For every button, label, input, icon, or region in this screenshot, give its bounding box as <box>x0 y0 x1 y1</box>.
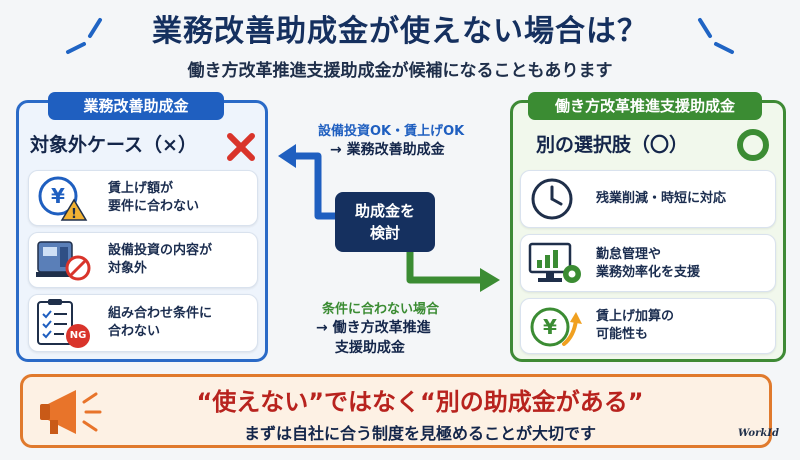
page-title: 業務改善助成金が使えない場合は？ <box>152 14 648 49</box>
bottom-note-body: → 働き方改革推進 支援助成金 <box>316 320 431 356</box>
megaphone-icon <box>40 390 102 434</box>
ng-badge: NG <box>69 330 87 341</box>
svg-text:!: ! <box>71 207 77 222</box>
right-item-text: 賃上げ加算の 可能性も <box>596 309 675 342</box>
right-item-text: 勤怠管理や 業務効率化を支援 <box>596 247 701 280</box>
clock-icon <box>531 178 573 220</box>
right-panel-tag: 働き方改革推進支援助成金 <box>528 92 762 120</box>
left-panel-tag: 業務改善助成金 <box>48 92 224 120</box>
circle-ok-icon <box>737 129 769 161</box>
monitor-gear-icon <box>528 242 581 283</box>
accent-lines-right-icon <box>698 18 734 54</box>
banner-headline: “使えない”ではなく“別の助成金がある” <box>196 388 644 416</box>
left-item-text: 設備投資の内容が 対象外 <box>108 243 213 276</box>
svg-text:¥: ¥ <box>543 315 557 339</box>
top-note-heading: 設備投資OK・賃上げOK <box>318 124 465 139</box>
center-decision-box: 助成金を 検討 <box>335 192 435 252</box>
yen-up-icon: ¥ <box>530 307 582 347</box>
right-item-text: 残業削減・時短に対応 <box>596 191 727 206</box>
machine-prohibited-icon <box>36 241 91 281</box>
left-panel-heading: 対象外ケース（×） <box>30 134 197 156</box>
bottom-banner <box>20 374 772 448</box>
checklist-ng-icon <box>37 299 90 348</box>
page-subtitle: 働き方改革推進支援助成金が候補になることもあります <box>187 61 613 81</box>
yen-warning-icon: ¥ ! <box>38 176 88 222</box>
banner-subline: まずは自社に合う制度を見極めることが大切です <box>243 424 596 443</box>
left-item-text: 組み合わせ条件に 合わない <box>108 306 213 339</box>
left-item-text: 賃上げ額が 要件に合わない <box>108 181 200 214</box>
brand-logo: WorkId <box>738 428 779 439</box>
cross-icon <box>227 133 255 161</box>
svg-text:¥: ¥ <box>51 184 65 208</box>
blue-arrowhead <box>278 144 296 168</box>
accent-lines-left-icon <box>66 18 102 54</box>
bottom-note-heading: 条件に合わない場合 <box>322 302 440 317</box>
green-arrowhead <box>480 268 500 292</box>
top-note-body: → 業務改善助成金 <box>330 142 445 158</box>
right-panel-heading: 別の選択肢（〇） <box>536 134 689 156</box>
